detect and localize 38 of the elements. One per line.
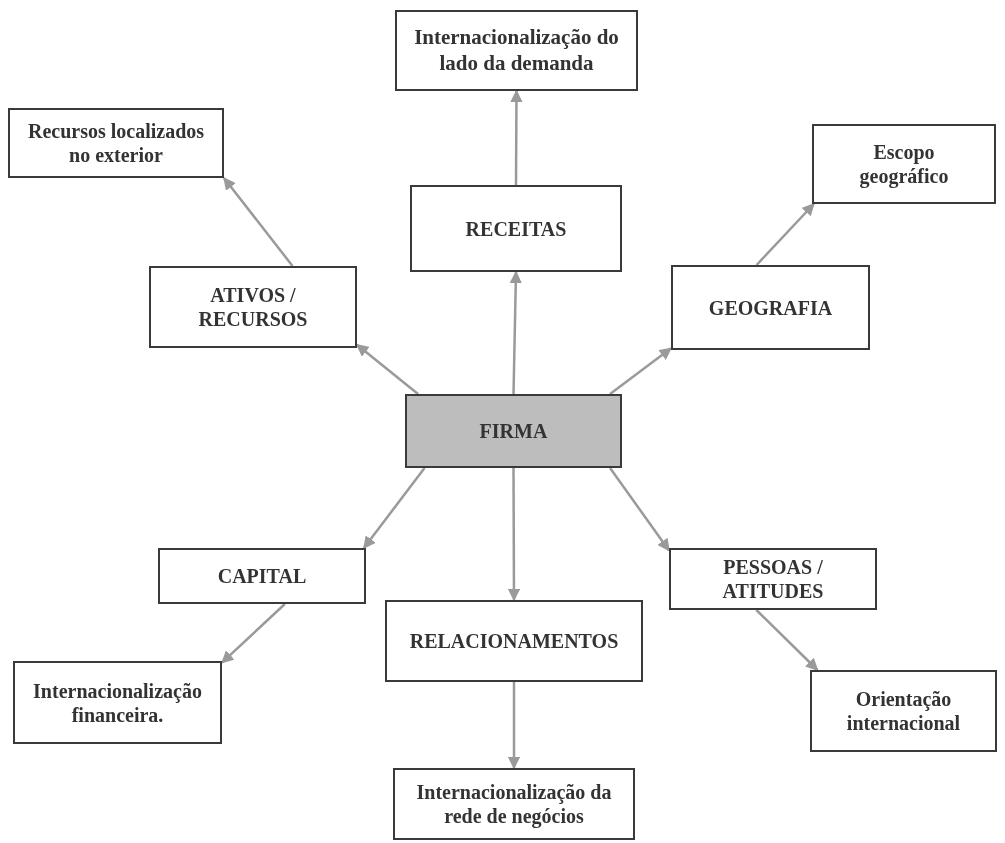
box-label: ATIVOS / RECURSOS: [197, 283, 309, 331]
box-label: Escopo geográfico: [858, 140, 950, 188]
arrow: [362, 467, 426, 549]
box-label: Orientação internacional: [845, 687, 962, 735]
arrow: [609, 467, 670, 552]
arrow: [755, 609, 819, 671]
arrow: [221, 603, 286, 664]
concept-box: [13, 661, 222, 744]
arrow: [356, 343, 419, 395]
concept-box: [8, 108, 224, 178]
arrow: [507, 682, 521, 770]
concept-box: [810, 670, 997, 752]
arrow: [507, 468, 521, 602]
concept-box: [393, 768, 635, 840]
arrow: [510, 89, 523, 185]
concept-box: [385, 600, 643, 682]
concept-box: [395, 10, 638, 91]
concept-box: [671, 265, 870, 350]
box-label: RELACIONAMENTOS: [409, 629, 619, 653]
box-label: Internacionalização financeira.: [32, 678, 203, 727]
box-label: Recursos localizados no exterior: [26, 119, 206, 167]
concept-box: [149, 266, 357, 348]
concept-box: [158, 548, 366, 604]
box-label: GEOGRAFIA: [708, 295, 833, 320]
concept-box: [669, 548, 877, 610]
box-label: PESSOAS / ATITUDES: [721, 555, 825, 603]
arrow: [509, 270, 522, 395]
box-label: FIRMA: [479, 419, 548, 443]
central-box: [405, 394, 622, 468]
box-label: Internacionalização do lado da demanda: [413, 25, 620, 76]
arrow: [609, 347, 672, 395]
concept-box: [812, 124, 996, 204]
box-label: CAPITAL: [217, 564, 307, 588]
box-label: RECEITAS: [465, 216, 567, 241]
box-label: Internacionalização da rede de negócios: [415, 780, 613, 828]
concept-box: [410, 185, 622, 272]
arrow: [755, 203, 815, 266]
arrow: [223, 177, 294, 267]
